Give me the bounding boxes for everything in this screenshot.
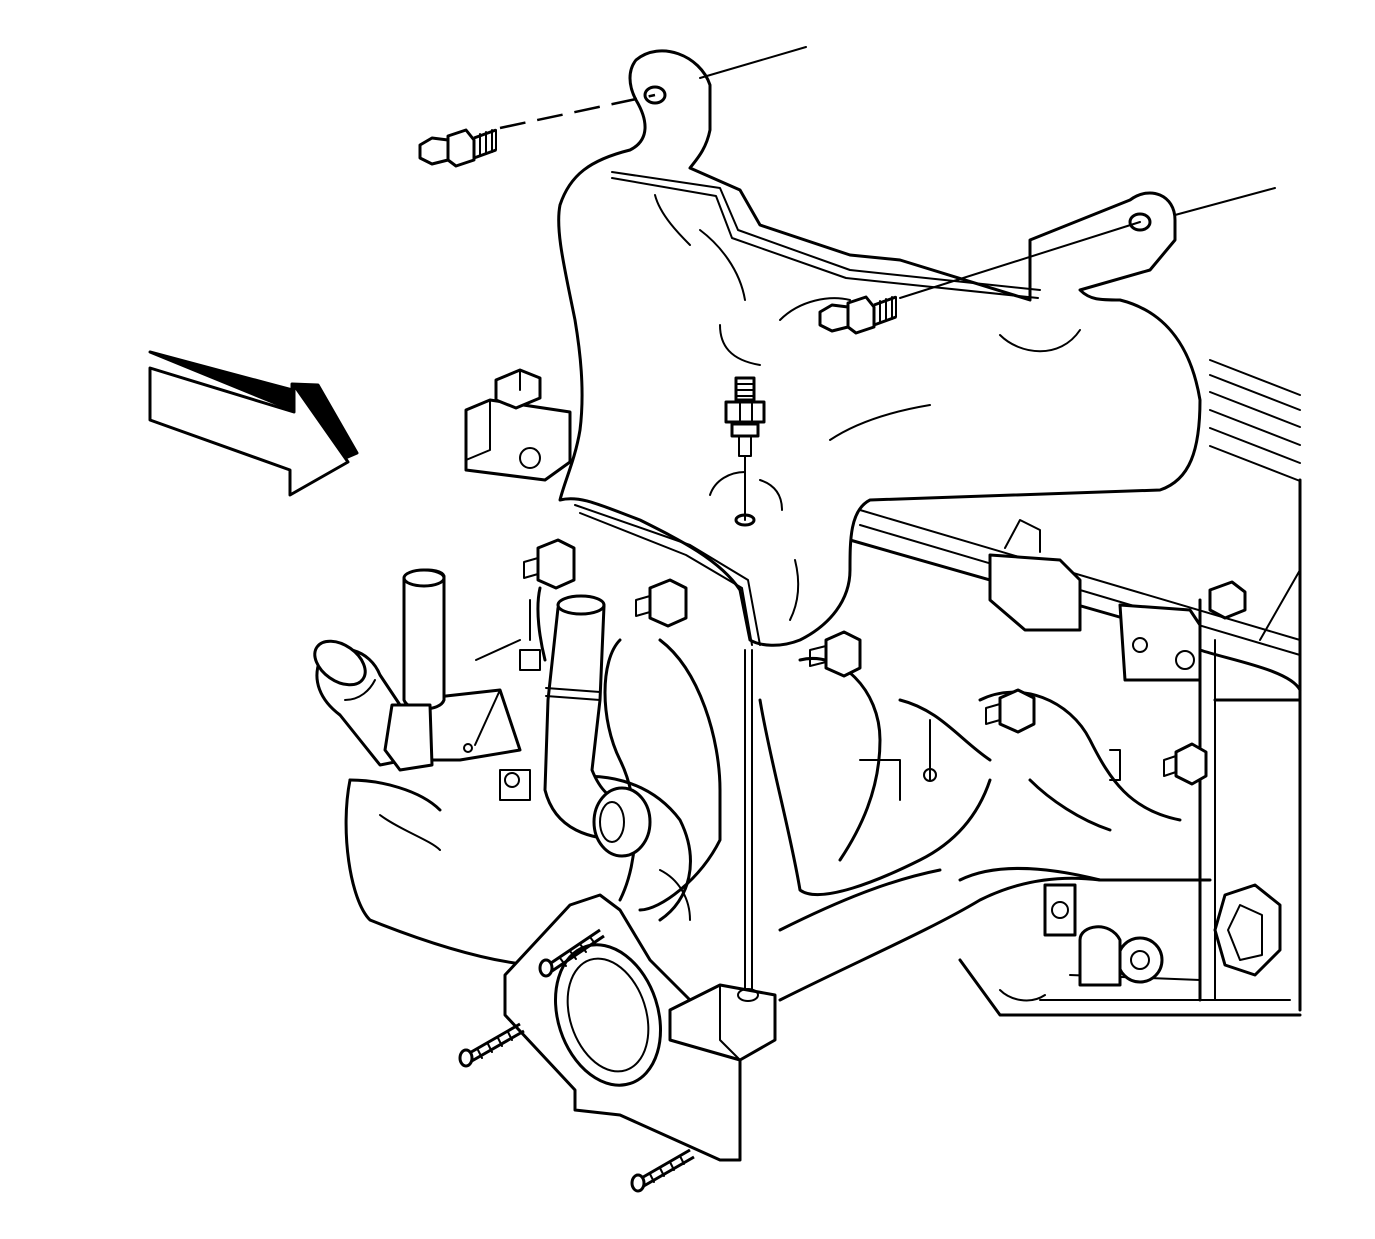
manifold-nut-5 [1163,742,1208,786]
direction-arrow-icon [148,350,359,497]
heat-shield-bolts [418,128,897,335]
heat-shield-bolt-right [818,295,897,335]
manifold-studs [458,928,695,1193]
manifold-nut-1 [523,538,576,590]
heat-shield-bolt-upper [418,128,497,168]
manifold-nut-4 [985,688,1036,734]
manifold-stud-lower [630,1148,695,1193]
manifold-nut-2 [635,578,688,628]
manifold-nuts [523,538,1208,786]
manifold-stud-left [458,1022,525,1068]
alignment-lines [475,46,1276,991]
manifold-nut-3 [809,630,862,678]
exhaust-manifold-heat-shield [557,49,1202,647]
heat-shield-stud [724,376,766,457]
lift-bracket-left [464,368,572,482]
manifold-stud-upper [538,928,605,978]
lift-bracket-right [988,519,1247,682]
coolant-hoses [313,568,652,858]
engine-block [848,359,1302,1017]
